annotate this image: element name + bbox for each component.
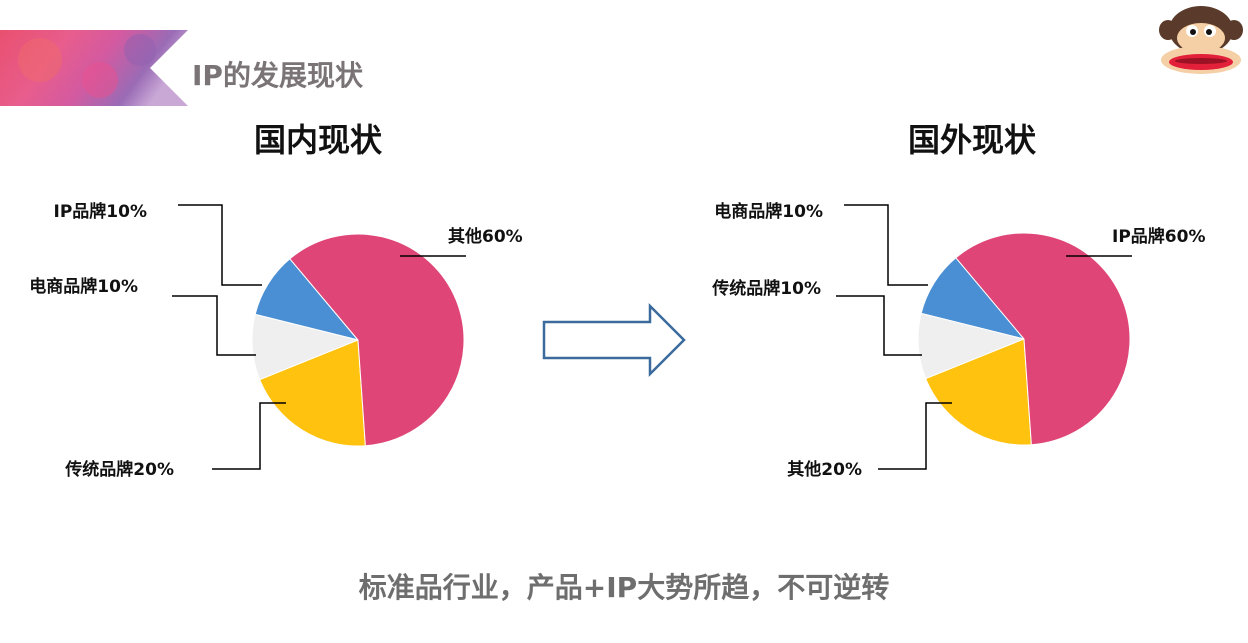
leader-line <box>178 204 262 286</box>
leader-line <box>212 402 286 470</box>
section-title: IP的发展现状 <box>192 59 363 92</box>
title-banner <box>0 30 188 106</box>
pie-chart-foreign: 电商品牌10% 传统品牌10% 其他20% IP品牌60% <box>711 201 1205 480</box>
slice-label-ip: IP品牌60% <box>1112 226 1205 247</box>
leader-line <box>836 295 922 356</box>
pie-slice-其他 <box>289 233 465 447</box>
slice-label-ecommerce: 电商品牌10% <box>29 276 138 297</box>
pie-slice-传统品牌 <box>259 339 366 447</box>
pie-slice-其他 <box>925 338 1032 446</box>
monkey-face-icon <box>1159 6 1243 74</box>
leader-line <box>878 402 952 470</box>
footer-slogan: 标准品行业，产品+IP大势所趋，不可逆转 <box>358 571 890 604</box>
chart-title-domestic: 国内现状 <box>253 121 382 159</box>
slice-label-traditional: 传统品牌20% <box>64 459 174 480</box>
leader-line <box>172 295 256 356</box>
chart-title-foreign: 国外现状 <box>907 121 1036 159</box>
pie-chart-domestic: IP品牌10% 电商品牌10% 传统品牌20% 其他60% <box>29 201 523 480</box>
slice-label-traditional: 传统品牌10% <box>711 278 821 299</box>
slice-label-ip: IP品牌10% <box>54 201 147 222</box>
pie-slice-IP品牌 <box>955 232 1131 446</box>
leader-line <box>844 204 928 286</box>
right-arrow-icon <box>542 302 686 378</box>
slice-label-other: 其他60% <box>448 226 523 247</box>
slice-label-other: 其他20% <box>787 459 862 480</box>
slice-label-ecommerce: 电商品牌10% <box>714 201 823 222</box>
